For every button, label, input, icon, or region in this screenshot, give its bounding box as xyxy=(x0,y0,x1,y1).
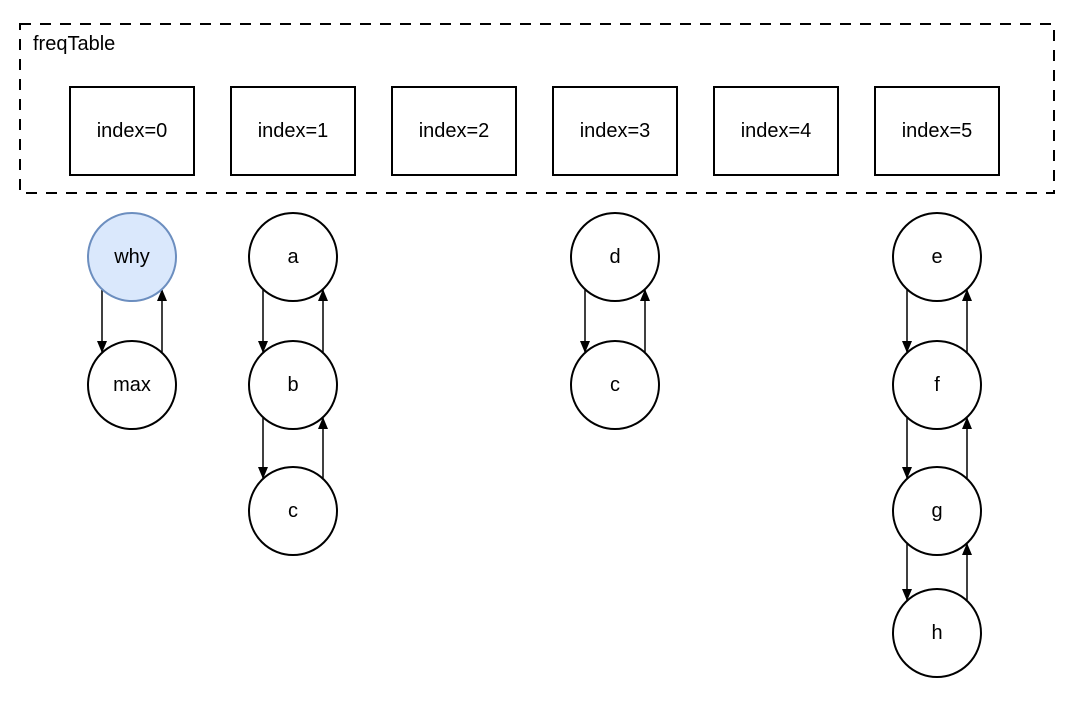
node-c2: c xyxy=(570,340,660,430)
freqtable-boundary xyxy=(19,23,1055,194)
node-c1: c xyxy=(248,466,338,556)
index-box-2: index=2 xyxy=(391,86,517,176)
index-box-5: index=5 xyxy=(874,86,1000,176)
index-box-1: index=1 xyxy=(230,86,356,176)
node-g: g xyxy=(892,466,982,556)
freqtable-label: freqTable xyxy=(33,33,116,55)
node-e: e xyxy=(892,212,982,302)
node-f: f xyxy=(892,340,982,430)
node-why: why xyxy=(87,212,177,302)
node-max: max xyxy=(87,340,177,430)
node-b: b xyxy=(248,340,338,430)
index-box-0: index=0 xyxy=(69,86,195,176)
index-box-3: index=3 xyxy=(552,86,678,176)
node-a: a xyxy=(248,212,338,302)
node-d: d xyxy=(570,212,660,302)
node-h: h xyxy=(892,588,982,678)
index-box-4: index=4 xyxy=(713,86,839,176)
